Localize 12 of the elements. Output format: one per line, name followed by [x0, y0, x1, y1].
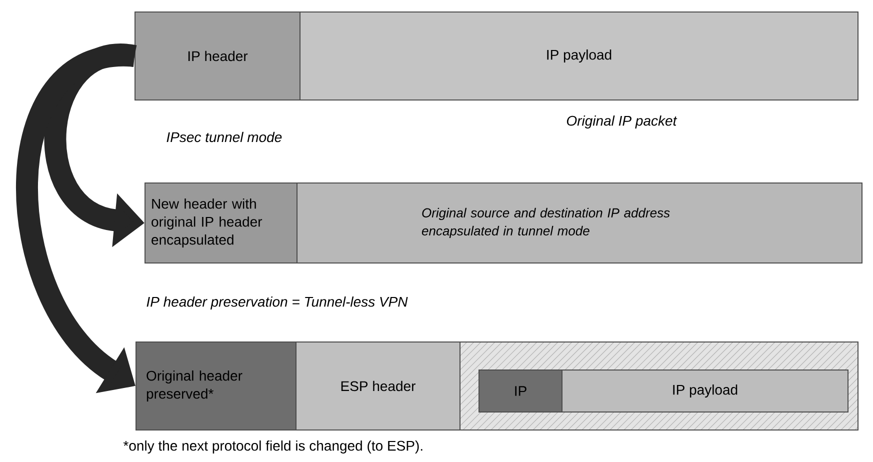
- payload-box: IP payload: [300, 12, 858, 100]
- note-text: IP header preservation = Tunnel-less VPN: [146, 296, 408, 310]
- header-box: IP header: [134, 12, 300, 100]
- note-text: *only the next protocol field is changed (to ESP).: [123, 440, 422, 454]
- header-box: Original header preserved*: [136, 341, 296, 430]
- header-box: IP: [478, 369, 562, 412]
- payload-box: Original source and destination IP address encapsulated in tunnel mode: [296, 182, 862, 264]
- payload-box: IP payload: [562, 369, 848, 412]
- note-text: IPsec tunnel mode: [166, 132, 282, 142]
- note-text: Original IP packet: [566, 115, 678, 128]
- header-box: New header with original IP header encapsulated: [144, 182, 298, 264]
- header-box: ESP header: [296, 341, 460, 430]
